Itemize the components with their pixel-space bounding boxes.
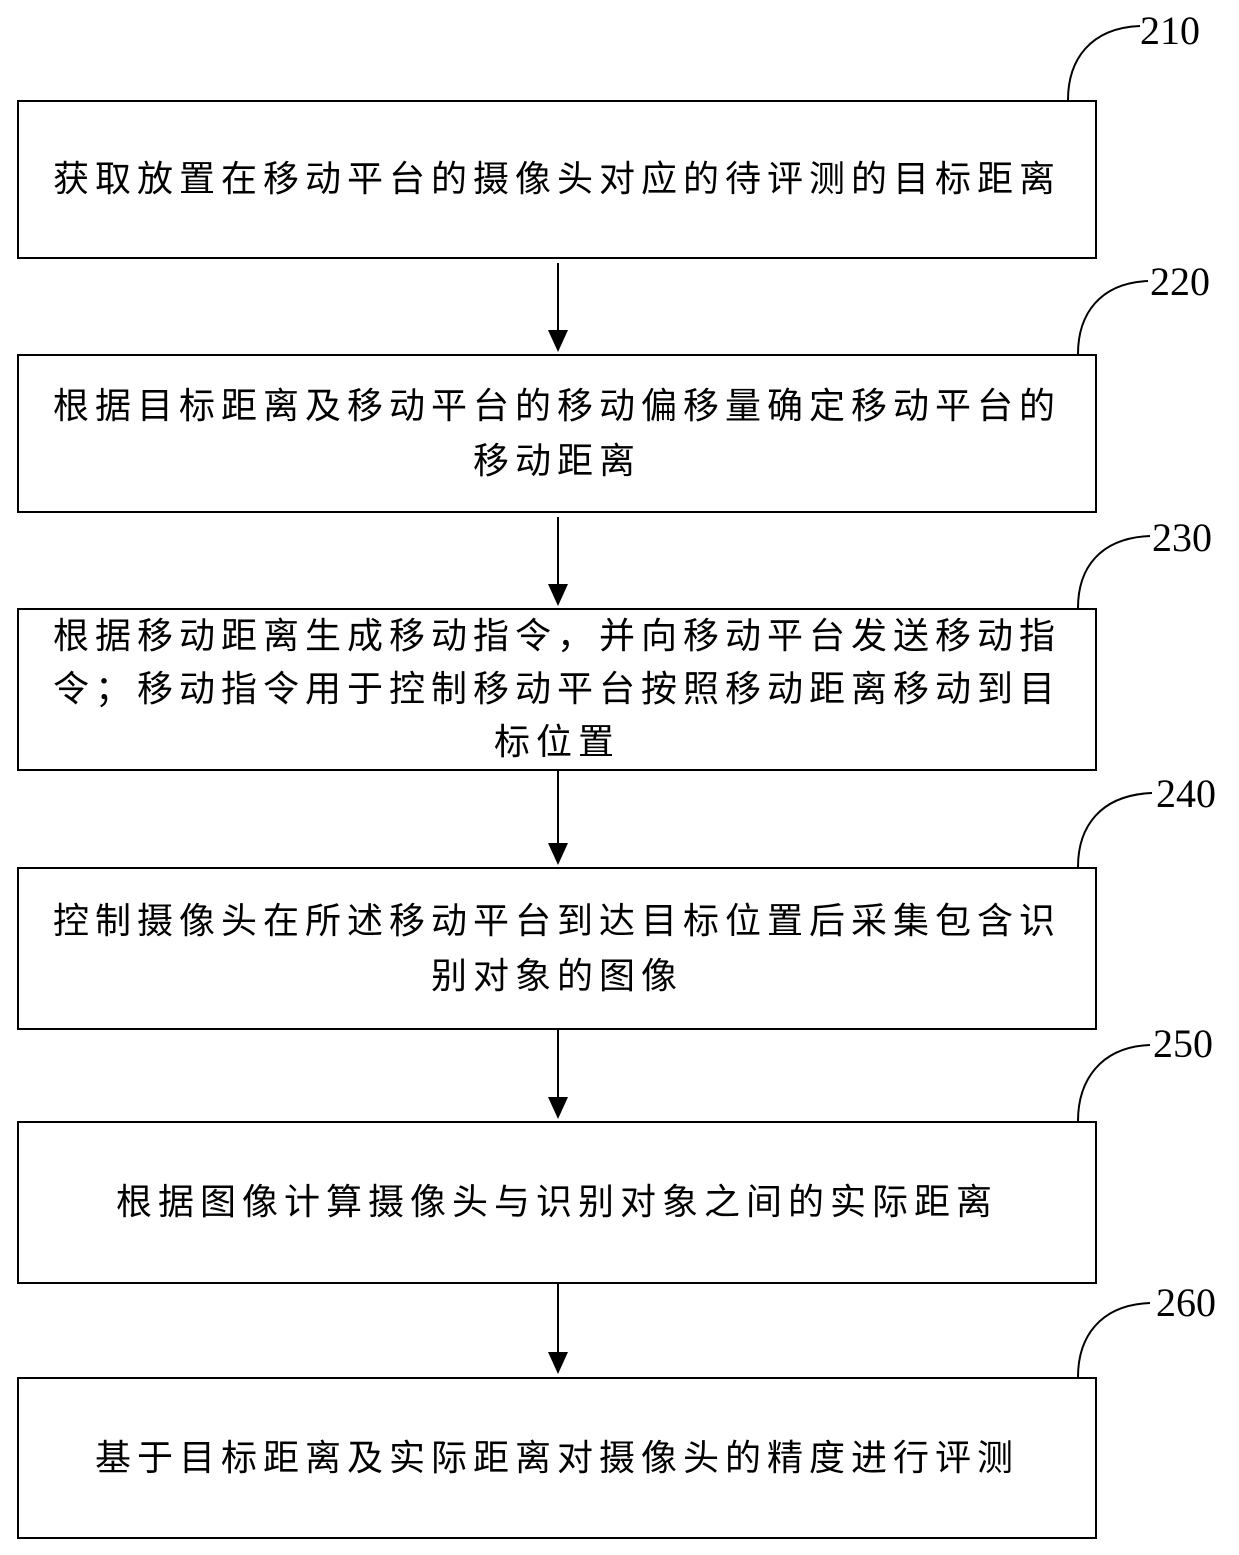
arrow-240-250 [548,1030,568,1119]
arrow-210-220 [548,263,568,352]
arrow-220-230 [548,517,568,606]
step-text-240: 控制摄像头在所述移动平台到达目标位置后采集包含识别对象的图像 [52,900,1061,997]
step-box-220: 根据目标距离及移动平台的移动偏移量确定移动平台的移动距离 [17,354,1097,513]
step-box-260: 基于目标距离及实际距离对摄像头的精度进行评测 [17,1377,1097,1539]
leader-220 [1077,280,1149,355]
step-number-240: 240 [1156,771,1216,816]
step-number-220: 220 [1150,259,1210,304]
step-number-250: 250 [1153,1021,1213,1066]
step-box-240: 控制摄像头在所述移动平台到达目标位置后采集包含识别对象的图像 [17,867,1097,1030]
leader-260 [1077,1302,1151,1378]
step-number-210: 210 [1140,8,1200,53]
arrow-230-240 [548,771,568,865]
leader-230 [1077,535,1151,609]
step-text-250: 根据图像计算摄像头与识别对象之间的实际距离 [115,1182,998,1223]
leader-250 [1077,1044,1151,1122]
leader-240 [1077,792,1153,868]
step-number-230: 230 [1152,515,1212,560]
step-text-260: 基于目标距离及实际距离对摄像头的精度进行评测 [94,1437,1019,1479]
step-text-230: 根据移动距离生成移动指令，并向移动平台发送移动指令；移动指令用于控制移动平台按照… [52,616,1061,763]
step-box-210: 获取放置在移动平台的摄像头对应的待评测的目标距离 [17,100,1097,259]
leader-210 [1067,25,1141,101]
step-text-210: 获取放置在移动平台的摄像头对应的待评测的目标距离 [52,159,1061,200]
step-text-220: 根据目标距离及移动平台的移动偏移量确定移动平台的移动距离 [52,385,1061,482]
step-box-230: 根据移动距离生成移动指令，并向移动平台发送移动指令；移动指令用于控制移动平台按照… [17,608,1097,771]
step-box-250: 根据图像计算摄像头与识别对象之间的实际距离 [17,1121,1097,1284]
step-number-260: 260 [1156,1280,1216,1325]
arrow-250-260 [548,1284,568,1374]
